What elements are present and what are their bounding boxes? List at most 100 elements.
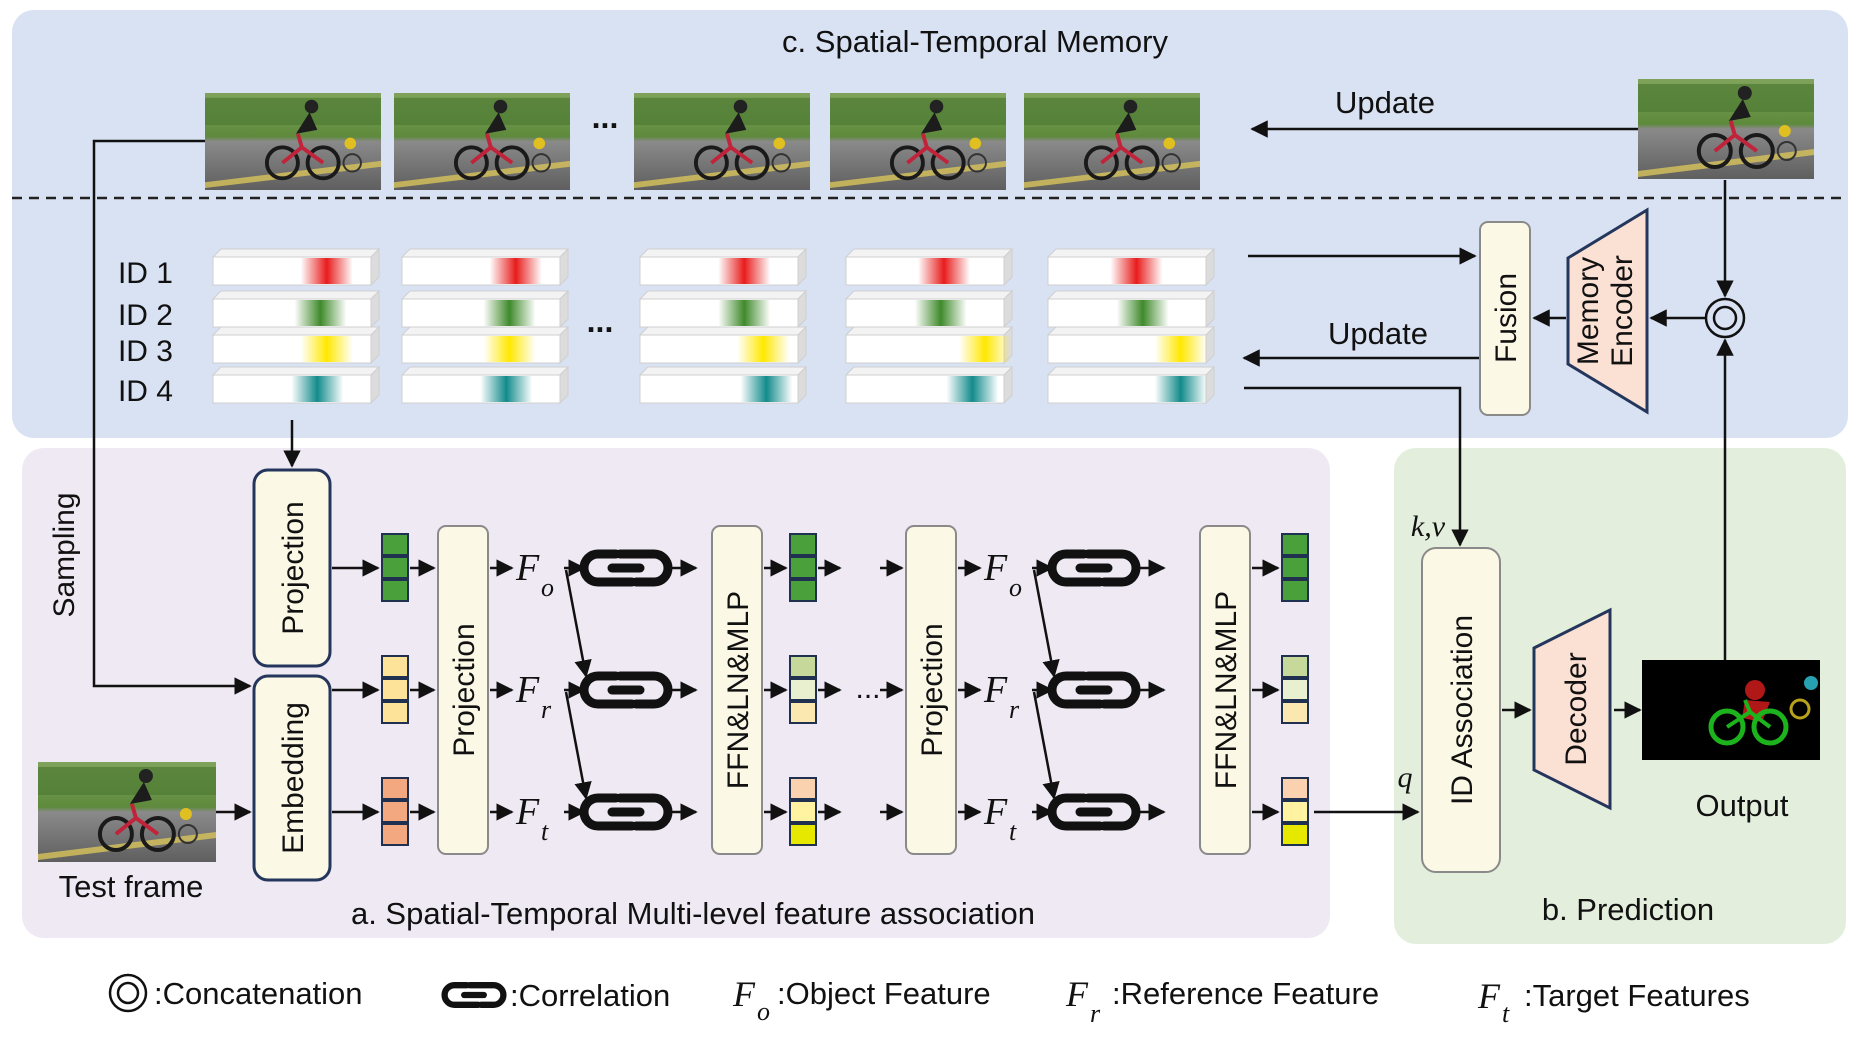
ffn1-target-tokens bbox=[789, 777, 817, 846]
sampling-label: Sampling bbox=[48, 492, 81, 617]
ffn-label-2: FFN&LN&MLP bbox=[1210, 591, 1243, 789]
memory-encoder-box bbox=[1566, 207, 1649, 415]
decoder-box bbox=[1532, 607, 1612, 811]
id-label-4: ID 4 bbox=[118, 375, 173, 408]
f-o-symbol-2: F bbox=[983, 547, 1008, 589]
id-association-box bbox=[1421, 547, 1501, 873]
f-r-symbol-1: F bbox=[515, 669, 540, 711]
embedding-label: Embedding bbox=[277, 702, 310, 854]
f-r-symbol-2: F bbox=[983, 669, 1008, 711]
projection-small-label: Projection bbox=[277, 501, 310, 634]
f-t-symbol-2-sub: t bbox=[1009, 817, 1017, 846]
ffn2-reference-tokens bbox=[1281, 655, 1309, 724]
frame-ellipsis: ... bbox=[592, 99, 619, 135]
memory-frame-1 bbox=[205, 93, 381, 190]
f-o-symbol-1-sub: o bbox=[541, 573, 554, 602]
ffn-box-1 bbox=[711, 525, 763, 855]
diag-arrow-a-1 bbox=[564, 569, 592, 678]
embedding-box bbox=[252, 674, 332, 882]
correlation-icon-1-3 bbox=[579, 793, 673, 831]
association-panel bbox=[22, 448, 1330, 938]
id-label-1: ID 1 bbox=[118, 257, 173, 290]
legend-fo-sub: o bbox=[757, 997, 770, 1026]
legend-concat-icon bbox=[108, 973, 148, 1013]
memory-encoder-label-2: Encoder bbox=[1606, 255, 1639, 367]
projection-box-1 bbox=[437, 525, 489, 855]
ffn1-reference-tokens bbox=[789, 655, 817, 724]
memory-frame-3 bbox=[634, 93, 810, 190]
update-mid-label: Update bbox=[1328, 316, 1428, 351]
ffn2-target-tokens bbox=[1281, 777, 1309, 846]
f-o-symbol-1: F bbox=[515, 547, 540, 589]
legend-ft-symbol: F bbox=[1477, 976, 1501, 1016]
legend: :Concatenation :Correlation F o :Object … bbox=[108, 973, 1750, 1028]
memory-frame-4 bbox=[830, 93, 1006, 190]
memory-encoder-label-1: Memory bbox=[1572, 257, 1605, 365]
f-t-symbol-1: F bbox=[515, 791, 540, 833]
ffn1-object-tokens bbox=[789, 533, 817, 602]
id-ellipsis: ... bbox=[587, 303, 614, 339]
kv-label: k,v bbox=[1411, 510, 1446, 543]
update-top-label: Update bbox=[1335, 85, 1435, 120]
projection-small-box bbox=[252, 468, 332, 668]
id-label-2: ID 2 bbox=[118, 299, 173, 332]
latest-frame bbox=[1638, 79, 1814, 179]
memory-feature-column-5 bbox=[1046, 247, 1216, 405]
association-title: a. Spatial-Temporal Multi-level feature … bbox=[351, 896, 1035, 931]
sampling-arrow bbox=[92, 139, 252, 695]
correlation-icon-2-3 bbox=[1047, 793, 1141, 831]
object-tokens bbox=[381, 533, 409, 602]
reference-tokens bbox=[381, 655, 409, 724]
legend-reference-text: :Reference Feature bbox=[1112, 976, 1379, 1011]
memory-frame-5 bbox=[1024, 93, 1200, 190]
correlation-icon-2-2 bbox=[1047, 671, 1141, 709]
projection-label-1: Projection bbox=[448, 623, 481, 756]
projection-box-2 bbox=[905, 525, 957, 855]
memory-feature-column-4 bbox=[844, 247, 1014, 405]
test-frame-image bbox=[38, 762, 216, 862]
prediction-panel bbox=[1394, 448, 1846, 944]
legend-concat-text: :Concatenation bbox=[154, 976, 363, 1011]
memory-feature-column-2 bbox=[400, 247, 570, 405]
q-label: q bbox=[1398, 761, 1413, 794]
correlation-icon-1-2 bbox=[579, 671, 673, 709]
legend-correlation-icon bbox=[441, 982, 507, 1008]
correlation-icon-2-1 bbox=[1047, 549, 1141, 587]
legend-correlation-text: :Correlation bbox=[510, 978, 670, 1013]
concatenation-icon bbox=[1704, 297, 1746, 339]
legend-fo-symbol: F bbox=[732, 974, 756, 1014]
id-association-label: ID Association bbox=[1446, 615, 1479, 805]
ffn-box-2 bbox=[1199, 525, 1251, 855]
mid-ellipsis: ... bbox=[855, 672, 880, 705]
memory-feature-column-3 bbox=[638, 247, 808, 405]
prediction-title: b. Prediction bbox=[1542, 892, 1714, 927]
legend-fr-sub: r bbox=[1090, 999, 1101, 1028]
f-r-symbol-1-sub: r bbox=[541, 695, 552, 724]
diag-arrow-b-2 bbox=[1032, 691, 1060, 800]
fusion-box bbox=[1479, 221, 1531, 416]
memory-feature-column-1 bbox=[211, 247, 381, 405]
memory-frame-2 bbox=[394, 93, 570, 190]
f-o-symbol-2-sub: o bbox=[1009, 573, 1022, 602]
f-r-symbol-2-sub: r bbox=[1009, 695, 1020, 724]
legend-ft-sub: t bbox=[1502, 999, 1510, 1028]
output-mask-image bbox=[1642, 660, 1820, 760]
output-label: Output bbox=[1695, 788, 1788, 823]
f-t-symbol-1-sub: t bbox=[541, 817, 549, 846]
decoder-label: Decoder bbox=[1560, 652, 1593, 765]
ffn2-object-tokens bbox=[1281, 533, 1309, 602]
legend-fr-symbol: F bbox=[1065, 974, 1089, 1014]
id-label-3: ID 3 bbox=[118, 335, 173, 368]
kv-arrow bbox=[1244, 386, 1469, 547]
ffn-label-1: FFN&LN&MLP bbox=[722, 591, 755, 789]
legend-target-text: :Target Features bbox=[1524, 978, 1750, 1013]
fusion-label: Fusion bbox=[1490, 273, 1523, 363]
f-t-symbol-2: F bbox=[983, 791, 1008, 833]
diag-arrow-a-2 bbox=[1032, 569, 1060, 678]
projection-label-2: Projection bbox=[916, 623, 949, 756]
legend-object-text: :Object Feature bbox=[777, 976, 991, 1011]
correlation-icon-1-1 bbox=[579, 549, 673, 587]
test-frame-label: Test frame bbox=[59, 869, 204, 904]
diag-arrow-b-1 bbox=[564, 691, 592, 800]
